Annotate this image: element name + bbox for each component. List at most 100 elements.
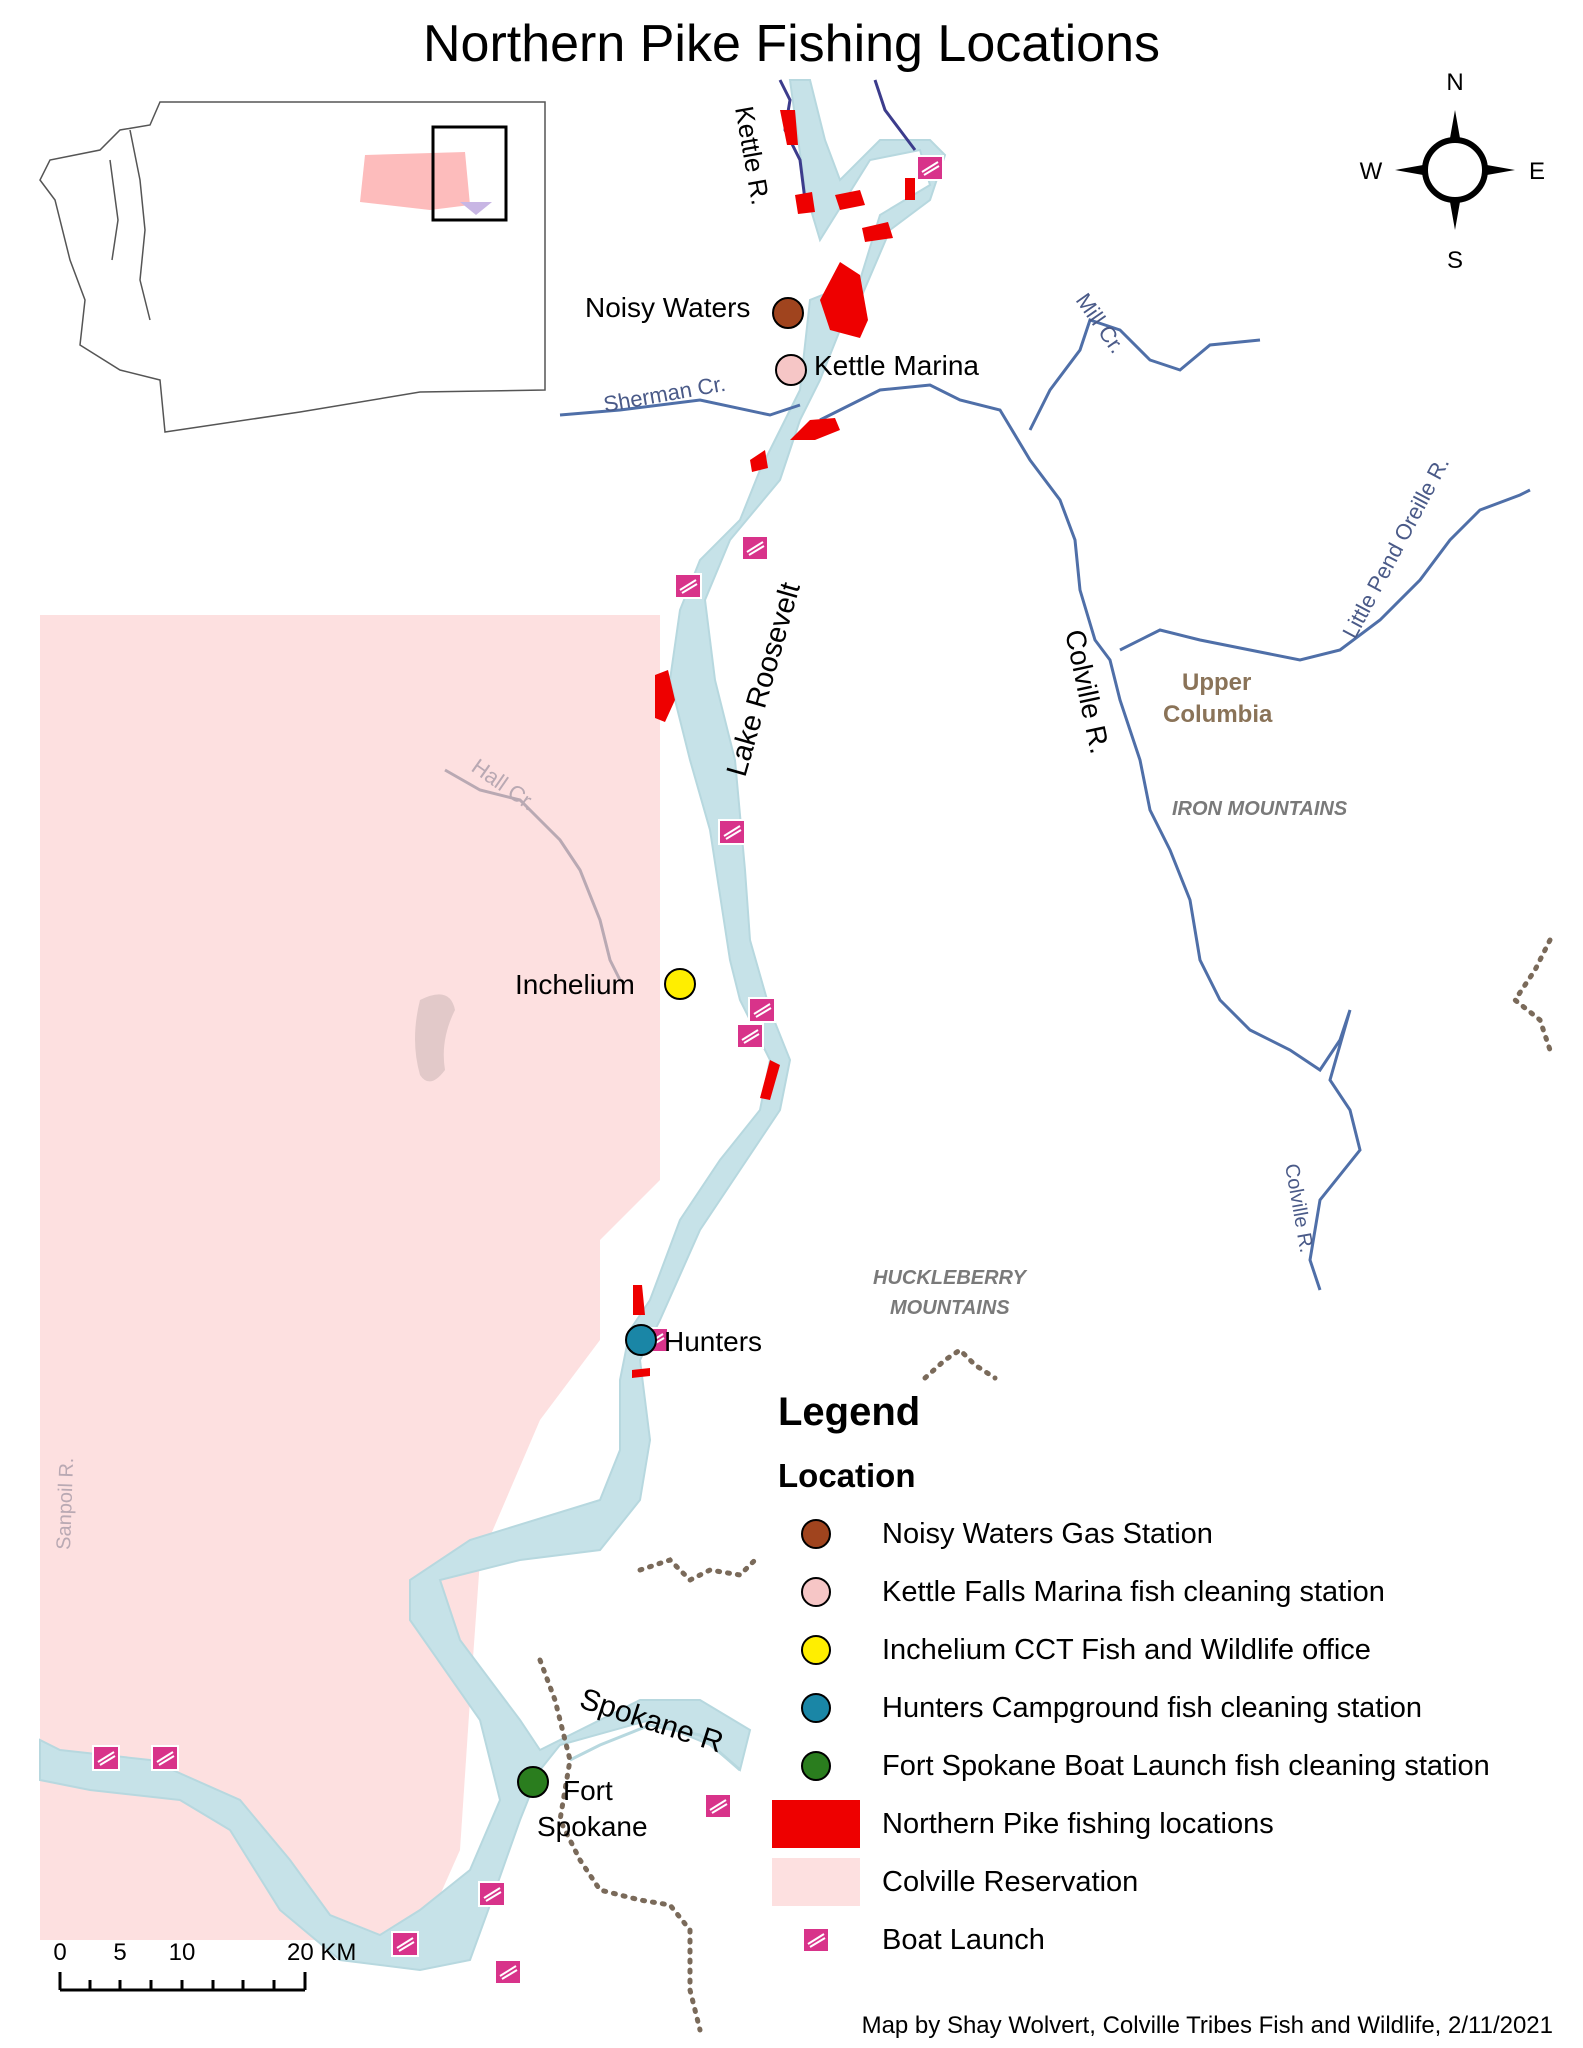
compass-west-label: W bbox=[1360, 158, 1383, 185]
legend-swatch-pink bbox=[772, 1858, 860, 1906]
hall-creek-line bbox=[444, 768, 622, 981]
boat-launch-icon bbox=[494, 1959, 522, 1985]
colville-river-south-label: Colville R. bbox=[1280, 1162, 1317, 1254]
pike-area-10 bbox=[760, 1060, 780, 1100]
legend-label: Boat Launch bbox=[882, 1923, 1045, 1956]
boat-launch-icon bbox=[802, 1927, 830, 1953]
pike-area-9 bbox=[655, 670, 675, 722]
fort-spokane-label-2: Spokane bbox=[537, 1811, 648, 1842]
legend-dot-brown bbox=[801, 1519, 831, 1549]
compass-east-label: E bbox=[1529, 158, 1545, 185]
inset-state-outline bbox=[39, 101, 546, 433]
inchelium-marker[interactable] bbox=[664, 968, 696, 1000]
huckleberry-trail bbox=[922, 1346, 998, 1381]
legend-label: Noisy Waters Gas Station bbox=[882, 1517, 1213, 1550]
spokane-east-trail bbox=[637, 1557, 758, 1584]
legend-item-boat-launch: Boat Launch bbox=[770, 1911, 1570, 1969]
legend-item-kettle-falls-marina: Kettle Falls Marina fish cleaning statio… bbox=[770, 1563, 1570, 1621]
pike-area-1 bbox=[780, 110, 798, 145]
noisy-waters-marker[interactable] bbox=[772, 297, 804, 329]
inset-extent-box bbox=[431, 125, 508, 222]
upper-columbia-label-2: Columbia bbox=[1163, 701, 1273, 728]
boat-launch-icon bbox=[391, 1931, 419, 1957]
pike-area-4 bbox=[905, 178, 915, 200]
pike-area-12 bbox=[632, 1368, 650, 1378]
hunters-marker[interactable] bbox=[625, 1324, 657, 1356]
legend-dot-yellow bbox=[801, 1635, 831, 1665]
inset-map bbox=[39, 101, 546, 433]
upper-columbia-label-1: Upper bbox=[1182, 669, 1251, 696]
hunters-label: Hunters bbox=[664, 1326, 762, 1357]
legend-item-hunters: Hunters Campground fish cleaning station bbox=[770, 1679, 1570, 1737]
pike-area-11 bbox=[633, 1285, 645, 1315]
map-credit: Map by Shay Wolvert, Colville Tribes Fis… bbox=[861, 2012, 1553, 2039]
legend-label: Colville Reservation bbox=[882, 1865, 1139, 1898]
kettle-marina-marker[interactable] bbox=[775, 354, 807, 386]
legend-item-fort-spokane: Fort Spokane Boat Launch fish cleaning s… bbox=[770, 1737, 1570, 1795]
pike-area-2 bbox=[795, 192, 815, 214]
colville-river-label: Colville R. bbox=[1059, 627, 1116, 757]
little-pend-oreille-line bbox=[1119, 488, 1531, 662]
huckleberry-label-2: MOUNTAINS bbox=[890, 1297, 1010, 1319]
sherman-creek-line bbox=[559, 398, 801, 417]
inset-secondary-area bbox=[460, 202, 492, 215]
inset-reservation bbox=[360, 152, 470, 210]
upper-right-trail bbox=[1511, 937, 1553, 1053]
fort-spokane-label-1: Fort bbox=[563, 1775, 613, 1806]
legend-swatch-red bbox=[772, 1800, 860, 1848]
map-title: Northern Pike Fishing Locations bbox=[422, 15, 1161, 73]
noisy-waters-label: Noisy Waters bbox=[585, 292, 750, 323]
kettle-river-label: Kettle R. bbox=[729, 104, 776, 207]
legend-label: Northern Pike fishing locations bbox=[882, 1807, 1274, 1840]
boat-launch-icon bbox=[674, 573, 702, 599]
boat-launch-icon bbox=[92, 1745, 120, 1771]
kettle-marina-label: Kettle Marina bbox=[814, 350, 979, 381]
pike-area-5 bbox=[862, 222, 893, 242]
scale-20: 20 KM bbox=[287, 1939, 356, 1966]
sherman-creek-label: Sherman Cr. bbox=[602, 371, 728, 417]
boat-launch-icon bbox=[741, 535, 769, 561]
iron-mountains-label: IRON MOUNTAINS bbox=[1172, 798, 1348, 820]
mill-creek-line bbox=[1028, 318, 1261, 431]
pike-area-3 bbox=[835, 190, 865, 210]
scale-0: 0 bbox=[53, 1939, 66, 1966]
fort-spokane-marker[interactable] bbox=[517, 1766, 549, 1798]
pike-locations bbox=[632, 110, 915, 1378]
lake-roosevelt-label: Lake Roosevelt bbox=[721, 579, 807, 780]
legend-label: Fort Spokane Boat Launch fish cleaning s… bbox=[882, 1749, 1490, 1782]
legend-item-noisy-waters: Noisy Waters Gas Station bbox=[770, 1505, 1570, 1563]
compass-rose: N S E W bbox=[1360, 69, 1545, 274]
inchelium-label: Inchelium bbox=[515, 969, 635, 1000]
river-lines bbox=[444, 79, 1531, 1772]
boat-launch-icon bbox=[151, 1745, 179, 1771]
legend-label: Inchelium CCT Fish and Wildlife office bbox=[882, 1633, 1371, 1666]
legend-dot-green bbox=[801, 1751, 831, 1781]
legend-item-pike-locations: Northern Pike fishing locations bbox=[770, 1795, 1570, 1853]
colville-reservation-area bbox=[40, 615, 660, 1940]
north-river-line bbox=[873, 79, 917, 151]
compass-north-label: N bbox=[1446, 69, 1463, 96]
scale-10: 10 bbox=[169, 1939, 196, 1966]
boat-launch-icon bbox=[704, 1793, 732, 1819]
boat-launch-icon bbox=[748, 997, 776, 1023]
legend-item-inchelium: Inchelium CCT Fish and Wildlife office bbox=[770, 1621, 1570, 1679]
colville-river-line bbox=[819, 383, 1362, 1291]
scale-ticks bbox=[58, 1972, 307, 1992]
spokane-river-line bbox=[569, 1723, 741, 1772]
pike-area-8 bbox=[750, 450, 768, 472]
inset-sound-detail bbox=[109, 129, 151, 321]
spokane-river-label: Spokane R bbox=[576, 1682, 727, 1759]
spokane-west-trail bbox=[537, 1657, 703, 2033]
reservation-lake bbox=[415, 994, 455, 1082]
legend-item-colville-reservation: Colville Reservation bbox=[770, 1853, 1570, 1911]
legend: Legend Location Noisy Waters Gas Station… bbox=[770, 1390, 1570, 1969]
compass-south-label: S bbox=[1447, 247, 1463, 274]
scale-bar: 0 5 10 20 KM bbox=[53, 1939, 356, 1992]
legend-subheading: Location bbox=[778, 1457, 916, 1494]
lake-roosevelt-water bbox=[39, 79, 947, 1972]
legend-dot-pink bbox=[801, 1577, 831, 1607]
boat-launch-icon bbox=[736, 1023, 764, 1049]
trail-lines bbox=[537, 937, 1553, 2033]
sanpoil-river-label: Sanpoil R. bbox=[53, 1457, 78, 1550]
